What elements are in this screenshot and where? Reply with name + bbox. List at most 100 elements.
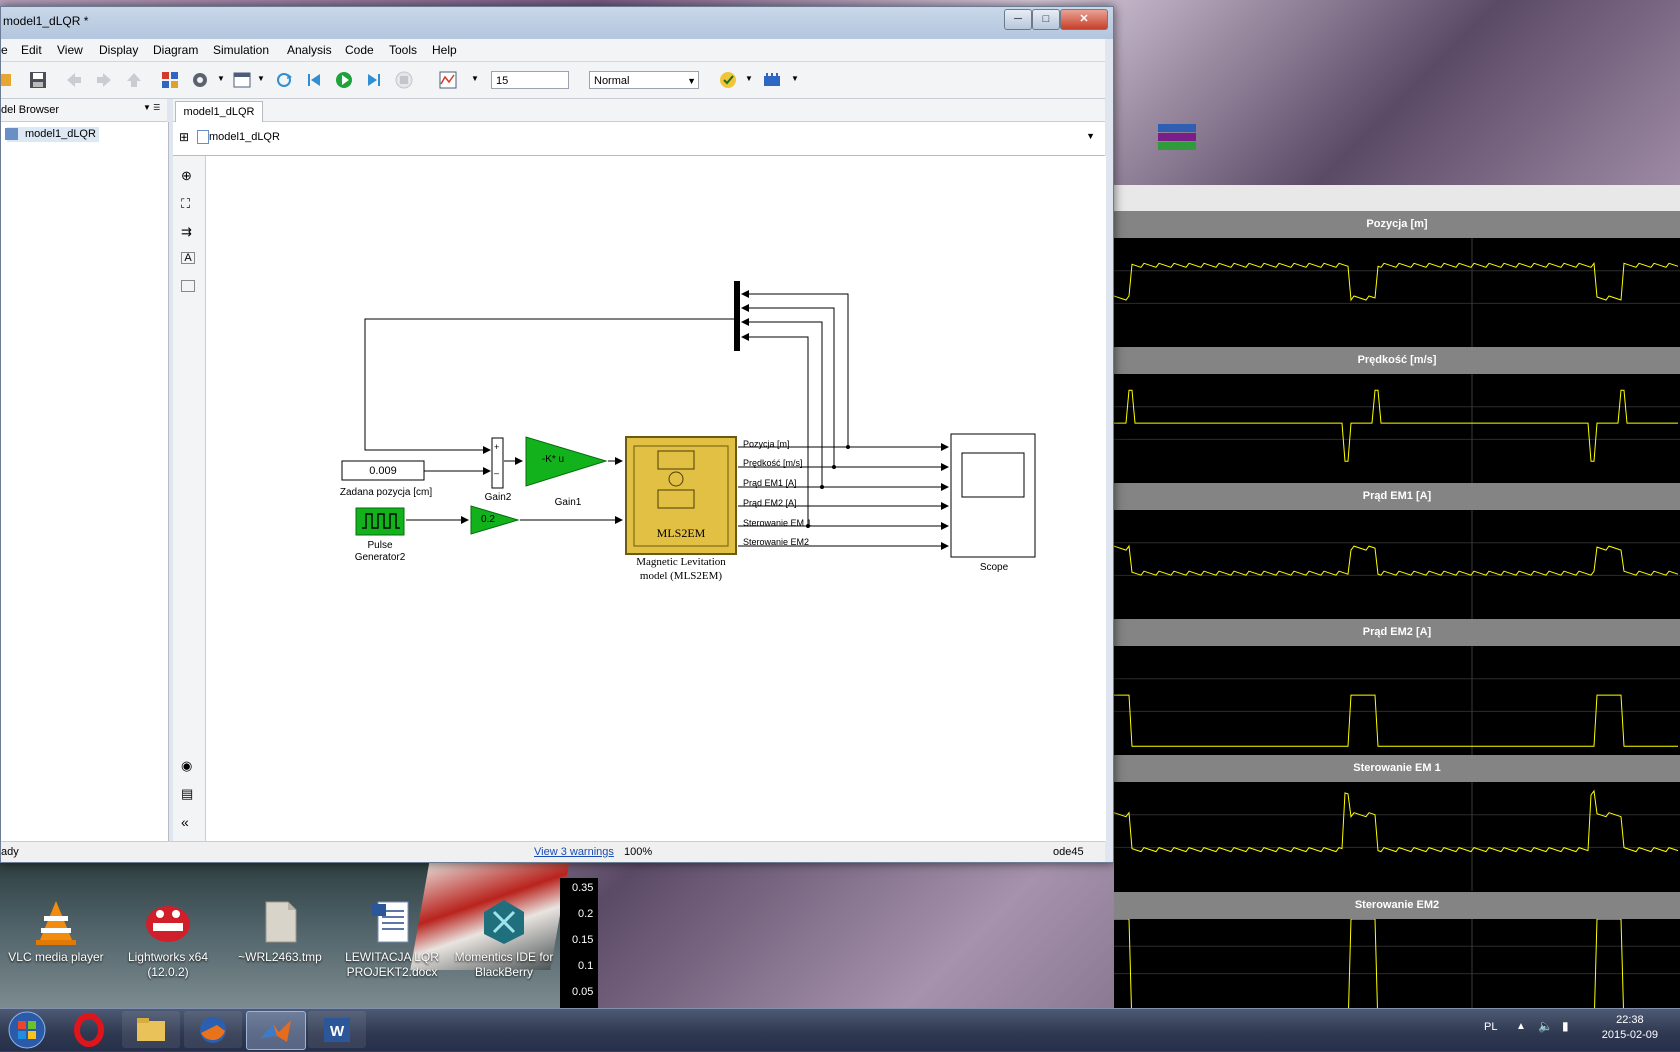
build-icon[interactable] bbox=[763, 71, 781, 89]
signal-line[interactable] bbox=[364, 318, 734, 454]
step-forward-icon[interactable] bbox=[365, 71, 383, 89]
gain2-value: 0.2 bbox=[481, 514, 495, 525]
mls2em-block[interactable] bbox=[625, 436, 737, 555]
start-button-icon[interactable] bbox=[6, 1010, 48, 1050]
plot-title: Prąd EM1 [A] bbox=[1114, 483, 1680, 510]
taskbar-matlab[interactable] bbox=[246, 1011, 306, 1050]
tab-model1-dlqr[interactable]: model1_dLQR bbox=[175, 101, 263, 122]
signal-line[interactable] bbox=[741, 290, 849, 447]
step-back-icon[interactable] bbox=[305, 71, 323, 89]
desktop-icon-momentics[interactable]: Momentics IDE for BlackBerry bbox=[450, 898, 558, 980]
desktop-icon-docx[interactable]: LEWITACJA LQR PROJEKT2.docx bbox=[338, 898, 446, 980]
arrow-icon[interactable]: ⇉ bbox=[181, 224, 192, 239]
fit-view-icon[interactable]: ⛶ bbox=[181, 196, 191, 211]
chevron-down-icon[interactable]: ▼ bbox=[471, 74, 479, 83]
chevron-down-icon[interactable]: ▼ bbox=[257, 74, 265, 83]
tray-expand-icon[interactable]: ▲ bbox=[1516, 1021, 1526, 1032]
plot-title: Pozycja [m] bbox=[1114, 211, 1680, 238]
pulse-generator-block[interactable] bbox=[355, 507, 405, 536]
language-indicator[interactable]: PL bbox=[1484, 1021, 1498, 1033]
gain1-block[interactable] bbox=[525, 436, 608, 487]
constant-value: 0.009 bbox=[369, 465, 397, 477]
gain-0-2-block[interactable] bbox=[470, 505, 520, 535]
taskbar-opera[interactable] bbox=[60, 1011, 118, 1048]
run-icon[interactable] bbox=[335, 71, 353, 89]
desktop-icon-vlc[interactable]: VLC media player bbox=[2, 898, 110, 965]
model-advisor-icon[interactable] bbox=[719, 71, 737, 89]
chevron-down-icon: ▼ bbox=[687, 76, 696, 86]
warnings-link[interactable]: View 3 warnings bbox=[534, 846, 614, 858]
minimize-button[interactable]: ─ bbox=[1004, 9, 1032, 30]
sum-block[interactable] bbox=[491, 437, 504, 489]
chevron-down-icon[interactable]: ▼ bbox=[1086, 131, 1095, 141]
maximize-button[interactable]: □ bbox=[1032, 9, 1060, 30]
signal-trace bbox=[1114, 544, 1679, 576]
winrar-icon[interactable] bbox=[1156, 122, 1198, 154]
volume-icon[interactable]: 🔈 bbox=[1538, 1019, 1553, 1033]
plot-axes bbox=[1114, 919, 1680, 1010]
taskbar-word[interactable]: W bbox=[308, 1011, 366, 1048]
desktop-icon-tmp[interactable]: ~WRL2463.tmp bbox=[226, 898, 334, 965]
title-bar[interactable]: model1_dLQR * ─ □ ✕ bbox=[1, 7, 1113, 39]
simulation-mode-select[interactable]: Normal ▼ bbox=[589, 71, 699, 89]
data-inspector-icon[interactable] bbox=[439, 71, 457, 89]
report-icon[interactable]: ▤ bbox=[181, 786, 194, 801]
menu-diagram[interactable]: Diagram bbox=[153, 43, 199, 57]
camera-icon[interactable]: ◉ bbox=[181, 758, 193, 773]
model-browser-item[interactable]: model1_dLQR bbox=[5, 127, 99, 142]
signal-line[interactable] bbox=[741, 304, 835, 467]
signal-line[interactable] bbox=[741, 333, 809, 526]
menu-file[interactable]: e bbox=[1, 43, 8, 57]
model-explorer-icon[interactable] bbox=[233, 71, 251, 89]
menu-analysis[interactable]: Analysis bbox=[287, 43, 332, 57]
up-icon[interactable] bbox=[125, 71, 143, 89]
address-path[interactable]: model1_dLQR bbox=[209, 131, 280, 143]
taskbar-explorer[interactable] bbox=[122, 1011, 180, 1048]
model-browser: model1_dLQR bbox=[1, 122, 169, 841]
menu-display[interactable]: Display bbox=[99, 43, 139, 57]
simulation-mode-value: Normal bbox=[594, 75, 630, 87]
close-button[interactable]: ✕ bbox=[1060, 9, 1108, 30]
menu-tools[interactable]: Tools bbox=[389, 43, 418, 57]
save-icon[interactable] bbox=[29, 71, 47, 89]
annotation-icon[interactable]: A bbox=[181, 252, 195, 264]
plot-title: Sterowanie EM2 bbox=[1114, 892, 1680, 919]
collapse-icon[interactable]: « bbox=[181, 814, 189, 830]
zoom-level: 100% bbox=[624, 846, 653, 858]
menu-edit[interactable]: Edit bbox=[21, 43, 42, 57]
chevron-down-icon[interactable]: ▼ bbox=[217, 74, 225, 83]
mux-block[interactable] bbox=[734, 281, 740, 351]
hide-browser-icon[interactable]: ⊞ bbox=[179, 130, 190, 144]
momentics-icon bbox=[484, 900, 524, 944]
menu-help[interactable]: Help bbox=[432, 43, 457, 57]
chevron-down-icon[interactable]: ▼ bbox=[791, 74, 799, 83]
constant-block[interactable] bbox=[341, 460, 425, 481]
word-doc-icon bbox=[372, 901, 409, 943]
desktop-icon-lightworks[interactable]: Lightworks x64 (12.0.2) bbox=[114, 898, 222, 980]
svg-text:W: W bbox=[330, 1023, 345, 1040]
image-icon[interactable] bbox=[181, 280, 195, 292]
signal-line[interactable] bbox=[741, 318, 823, 487]
stop-icon[interactable] bbox=[395, 71, 413, 89]
chevron-down-icon[interactable]: ▼ bbox=[745, 74, 753, 83]
menu-view[interactable]: View bbox=[57, 43, 83, 57]
update-diagram-icon[interactable] bbox=[275, 71, 293, 89]
diagram-canvas[interactable]: 0.009 Zadana pozycja [cm] + – Gain2 -K* … bbox=[205, 156, 1106, 841]
plot-pozycja: Pozycja [m] bbox=[1114, 211, 1680, 347]
menu-code[interactable]: Code bbox=[345, 43, 374, 57]
chevron-down-icon[interactable]: ▼ ☰ bbox=[143, 103, 161, 112]
library-browser-icon[interactable] bbox=[161, 71, 179, 89]
clock[interactable]: 22:38 2015-02-09 bbox=[1602, 1013, 1658, 1043]
forward-icon[interactable] bbox=[95, 71, 113, 89]
window-title: model1_dLQR * bbox=[3, 14, 89, 28]
stop-time-input[interactable]: 15 bbox=[491, 71, 569, 89]
back-icon[interactable] bbox=[65, 71, 83, 89]
network-icon[interactable]: ▮ bbox=[1562, 1019, 1569, 1033]
taskbar-firefox[interactable] bbox=[184, 1011, 242, 1048]
new-model-icon[interactable] bbox=[1, 71, 19, 89]
menu-simulation[interactable]: Simulation bbox=[213, 43, 270, 57]
gear-icon[interactable] bbox=[191, 71, 209, 89]
zoom-icon[interactable]: ⊕ bbox=[181, 168, 192, 183]
output-label: Prąd EM2 [A] bbox=[743, 498, 797, 508]
tab-bar: model1_dLQR bbox=[173, 99, 1105, 122]
